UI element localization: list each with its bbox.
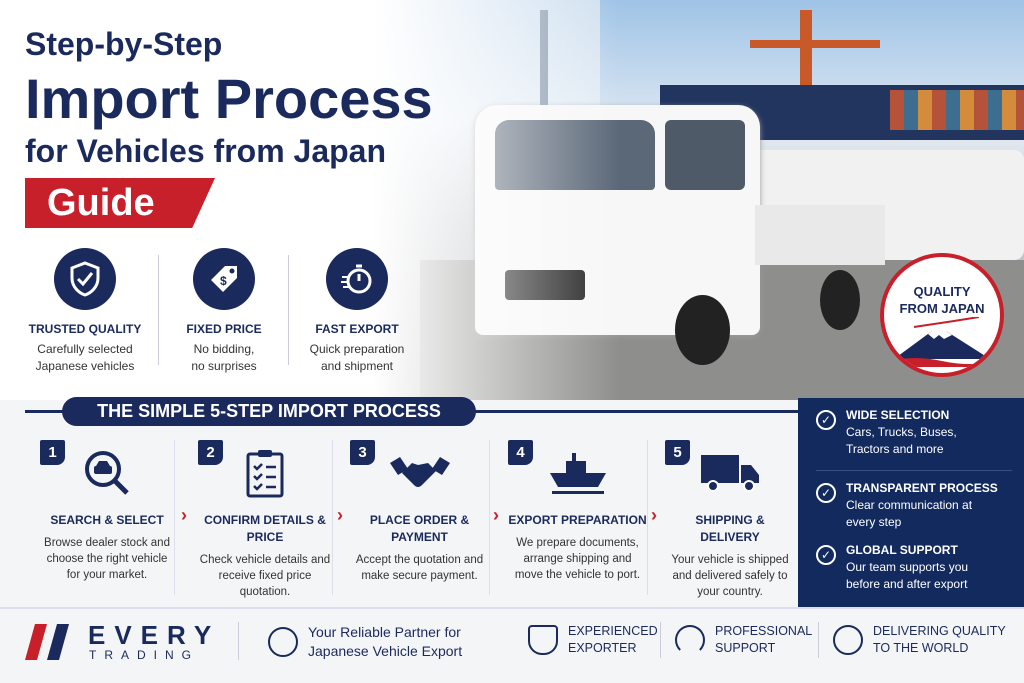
shield-check-icon: [528, 625, 558, 655]
feature-desc: Quick preparation: [309, 342, 405, 356]
step-card-1: 1 SEARCH & SELECT Browse dealer stock an…: [40, 440, 175, 595]
badge-line1: QUALITY: [913, 284, 971, 299]
svg-text:$: $: [220, 274, 227, 288]
benefit-desc: Cars, Trucks, Buses, Tractors and more: [846, 425, 957, 456]
benefit-transparent-process: ✓ TRANSPARENT PROCESS Clear communication …: [816, 481, 1024, 531]
step-number: 5: [665, 440, 690, 465]
step-card-5: 5 SHIPPING & DELIVERY Your vehicle is sh…: [665, 440, 795, 598]
price-tag-icon: $: [193, 248, 255, 310]
badge-line2: FROM JAPAN: [899, 301, 985, 316]
step-title: SEARCH & SELECT: [50, 513, 164, 527]
headset-icon: [675, 625, 705, 655]
divider: [818, 622, 819, 658]
delivery-truck-icon: [665, 442, 795, 504]
ship-icon: [508, 442, 647, 504]
divider: [660, 622, 661, 658]
globe-icon: [268, 627, 298, 657]
step-card-3: 3 PLACE ORDER & PAYMENT Accept the quota…: [350, 440, 490, 595]
feature-trusted-quality: TRUSTED QUALITY Carefully selected Japan…: [20, 248, 150, 375]
brand-logo-mark: [25, 624, 75, 665]
containers: [890, 90, 1024, 130]
title-line2: Import Process: [25, 67, 433, 130]
feature-desc: Carefully selected: [37, 342, 133, 356]
title-line3: for Vehicles from Japan: [25, 133, 387, 169]
chevron-right-icon: ›: [337, 505, 343, 525]
step-card-2: 2 CONFIRM DETAILS & PRICE Check vehicle …: [198, 440, 333, 598]
section-title: THE SIMPLE 5-STEP IMPORT PROCESS: [62, 397, 476, 426]
step-title: SHIPPING & DELIVERY: [695, 513, 765, 544]
footer-experienced: EXPERIENCED EXPORTER: [528, 623, 658, 657]
benefit-wide-selection: ✓ WIDE SELECTION Cars, Trucks, Buses, Trac…: [816, 408, 1024, 458]
step-desc: Your vehicle is shipped and delivered sa…: [671, 554, 789, 598]
footer-item-line: EXPORTER: [568, 641, 637, 655]
benefit-title: TRANSPARENT PROCESS: [846, 481, 998, 495]
tagline-line: Your Reliable Partner for: [308, 624, 461, 640]
divider: [158, 255, 159, 365]
footer-item-line: PROFESSIONAL: [715, 624, 813, 638]
mount-fuji-icon: [890, 316, 994, 367]
benefits-panel: ✓ WIDE SELECTION Cars, Trucks, Buses, Trac…: [798, 398, 1024, 607]
benefit-title: GLOBAL SUPPORT: [846, 543, 958, 557]
divider: [816, 470, 1012, 471]
step-title: EXPORT PREPARATION: [508, 513, 647, 527]
step-number: 1: [40, 440, 65, 465]
truck-bed: [755, 205, 885, 265]
guide-tag: Guide: [25, 178, 215, 228]
footer-item-line: EXPERIENCED: [568, 624, 658, 638]
step-number: 4: [508, 440, 533, 465]
step-desc: Accept the quotation and make secure pay…: [355, 554, 484, 582]
check-circle-icon: ✓: [816, 483, 836, 503]
chevron-right-icon: ›: [651, 505, 657, 525]
quality-badge: QUALITY FROM JAPAN: [880, 253, 1004, 377]
check-circle-icon: ✓: [816, 410, 836, 430]
footer-item-line: SUPPORT: [715, 641, 776, 655]
benefit-title: WIDE SELECTION: [846, 408, 950, 422]
search-car-icon: [40, 442, 174, 504]
feature-title: TRUSTED QUALITY: [28, 322, 142, 336]
benefit-desc: Our team supports you before and after e…: [846, 560, 969, 591]
footer-item-line: DELIVERING QUALITY: [873, 624, 1006, 638]
feature-title: FAST EXPORT: [315, 322, 399, 336]
feature-desc: no surprises: [191, 359, 257, 373]
stopwatch-icon: [326, 248, 388, 310]
feature-title: FIXED PRICE: [186, 322, 262, 336]
footer-item-line: TO THE WORLD: [873, 641, 969, 655]
tagline-line: Japanese Vehicle Export: [308, 643, 463, 659]
benefit-global-support: ✓ GLOBAL SUPPORT Our team supports you bef…: [816, 543, 1024, 593]
step-desc: Check vehicle details and receive fixed …: [199, 554, 331, 598]
brand-name: EVERY: [88, 620, 221, 650]
feature-fast-export: FAST EXPORT Quick preparation and shipme…: [292, 248, 422, 375]
divider: [288, 255, 289, 365]
benefit-desc: Clear communication at every step: [846, 498, 973, 529]
clipboard-checklist-icon: [198, 442, 332, 504]
step-number: 2: [198, 440, 223, 465]
step-number: 3: [350, 440, 375, 465]
port-crane-arm: [750, 40, 880, 48]
feature-desc: Japanese vehicles: [35, 359, 135, 373]
handshake-icon: [350, 442, 489, 504]
title-line1: Step-by-Step: [25, 26, 223, 62]
divider: [238, 622, 239, 660]
shield-check-icon: [54, 248, 116, 310]
feature-desc: No bidding,: [193, 342, 255, 356]
feature-desc: and shipment: [320, 359, 394, 373]
footer-support: PROFESSIONAL SUPPORT: [675, 623, 812, 657]
brand-sub: TRADING: [89, 648, 199, 662]
globe-icon: [833, 625, 863, 655]
check-circle-icon: ✓: [816, 545, 836, 565]
chevron-right-icon: ›: [493, 505, 499, 525]
chevron-right-icon: ›: [181, 505, 187, 525]
wheel: [675, 295, 730, 365]
step-title: PLACE ORDER & PAYMENT: [369, 513, 470, 544]
wheel: [820, 270, 860, 330]
feature-fixed-price: $ FIXED PRICE No bidding, no surprises: [159, 248, 289, 375]
step-desc: We prepare documents, arrange shipping a…: [514, 537, 641, 581]
step-desc: Browse dealer stock and choose the right…: [44, 537, 170, 581]
step-card-4: 4 EXPORT PREPARATION We prepare document…: [508, 440, 648, 595]
footer-delivering: DELIVERING QUALITY TO THE WORLD: [833, 623, 1006, 657]
step-title: CONFIRM DETAILS & PRICE: [204, 513, 326, 544]
